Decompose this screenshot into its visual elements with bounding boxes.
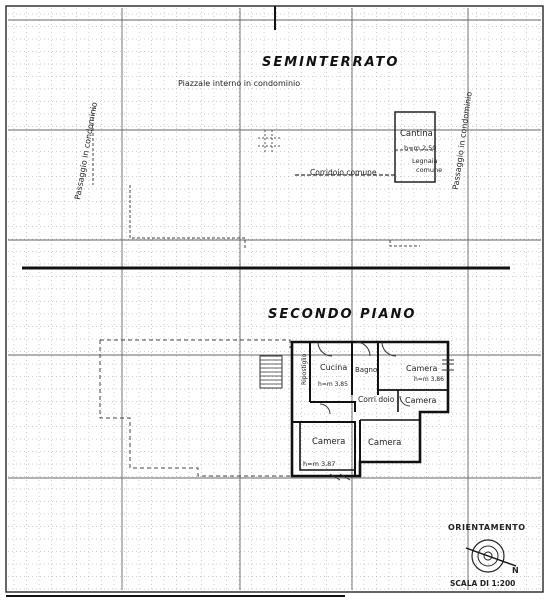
north-label: N bbox=[512, 566, 519, 575]
cellar-label: Cantina bbox=[400, 129, 433, 139]
orientation-compass: ORIENTAMENTO N bbox=[448, 523, 526, 575]
bedroom-ne-label: Camera bbox=[406, 364, 437, 373]
basement-title: SEMINTERRATO bbox=[262, 55, 399, 70]
bedroom-ne-height: h=m 3,86 bbox=[414, 376, 444, 383]
basement-plan: SEMINTERRATO Piazzale interno in condomi… bbox=[73, 55, 474, 248]
bedroom-e-label: Camera bbox=[405, 396, 436, 405]
corridor-label: Corri doio bbox=[358, 395, 395, 404]
cellar-note-2: comune bbox=[416, 166, 442, 174]
passage-right-label: Passaggio in condominio bbox=[451, 91, 474, 190]
scale-label: SCALA DI 1:200 bbox=[450, 579, 515, 588]
courtyard-label: Piazzale interno in condominio bbox=[178, 79, 300, 88]
bedroom-sw-label: Camera bbox=[312, 437, 345, 447]
north-arrow-icon bbox=[465, 547, 517, 567]
sheet-border bbox=[5, 5, 544, 593]
kitchen-label: Cucina bbox=[320, 363, 347, 372]
cellar-note-1: Legnaia bbox=[412, 157, 438, 165]
storage-label: Ripostiglio bbox=[301, 353, 308, 385]
bedroom-s-label: Camera bbox=[368, 438, 401, 448]
bathroom-label: Bagno bbox=[355, 366, 377, 374]
cellar-height: h=m 2,50 bbox=[404, 144, 436, 152]
survey-grid bbox=[8, 8, 541, 590]
common-corridor-label: Corridoio comune bbox=[310, 168, 377, 177]
apartment-outline bbox=[290, 340, 450, 478]
kitchen-height: h=m 3,85 bbox=[318, 381, 348, 388]
passage-left-label: Passaggio in condominio bbox=[73, 101, 99, 200]
stairs bbox=[259, 355, 283, 389]
bedroom-sw-height: h=m 3,87 bbox=[303, 460, 335, 468]
orientation-label: ORIENTAMENTO bbox=[448, 523, 526, 532]
second-floor-plan: SECONDO PIANO Cucina h=m 3,85 bbox=[99, 307, 454, 481]
second-floor-title: SECONDO PIANO bbox=[268, 307, 416, 322]
